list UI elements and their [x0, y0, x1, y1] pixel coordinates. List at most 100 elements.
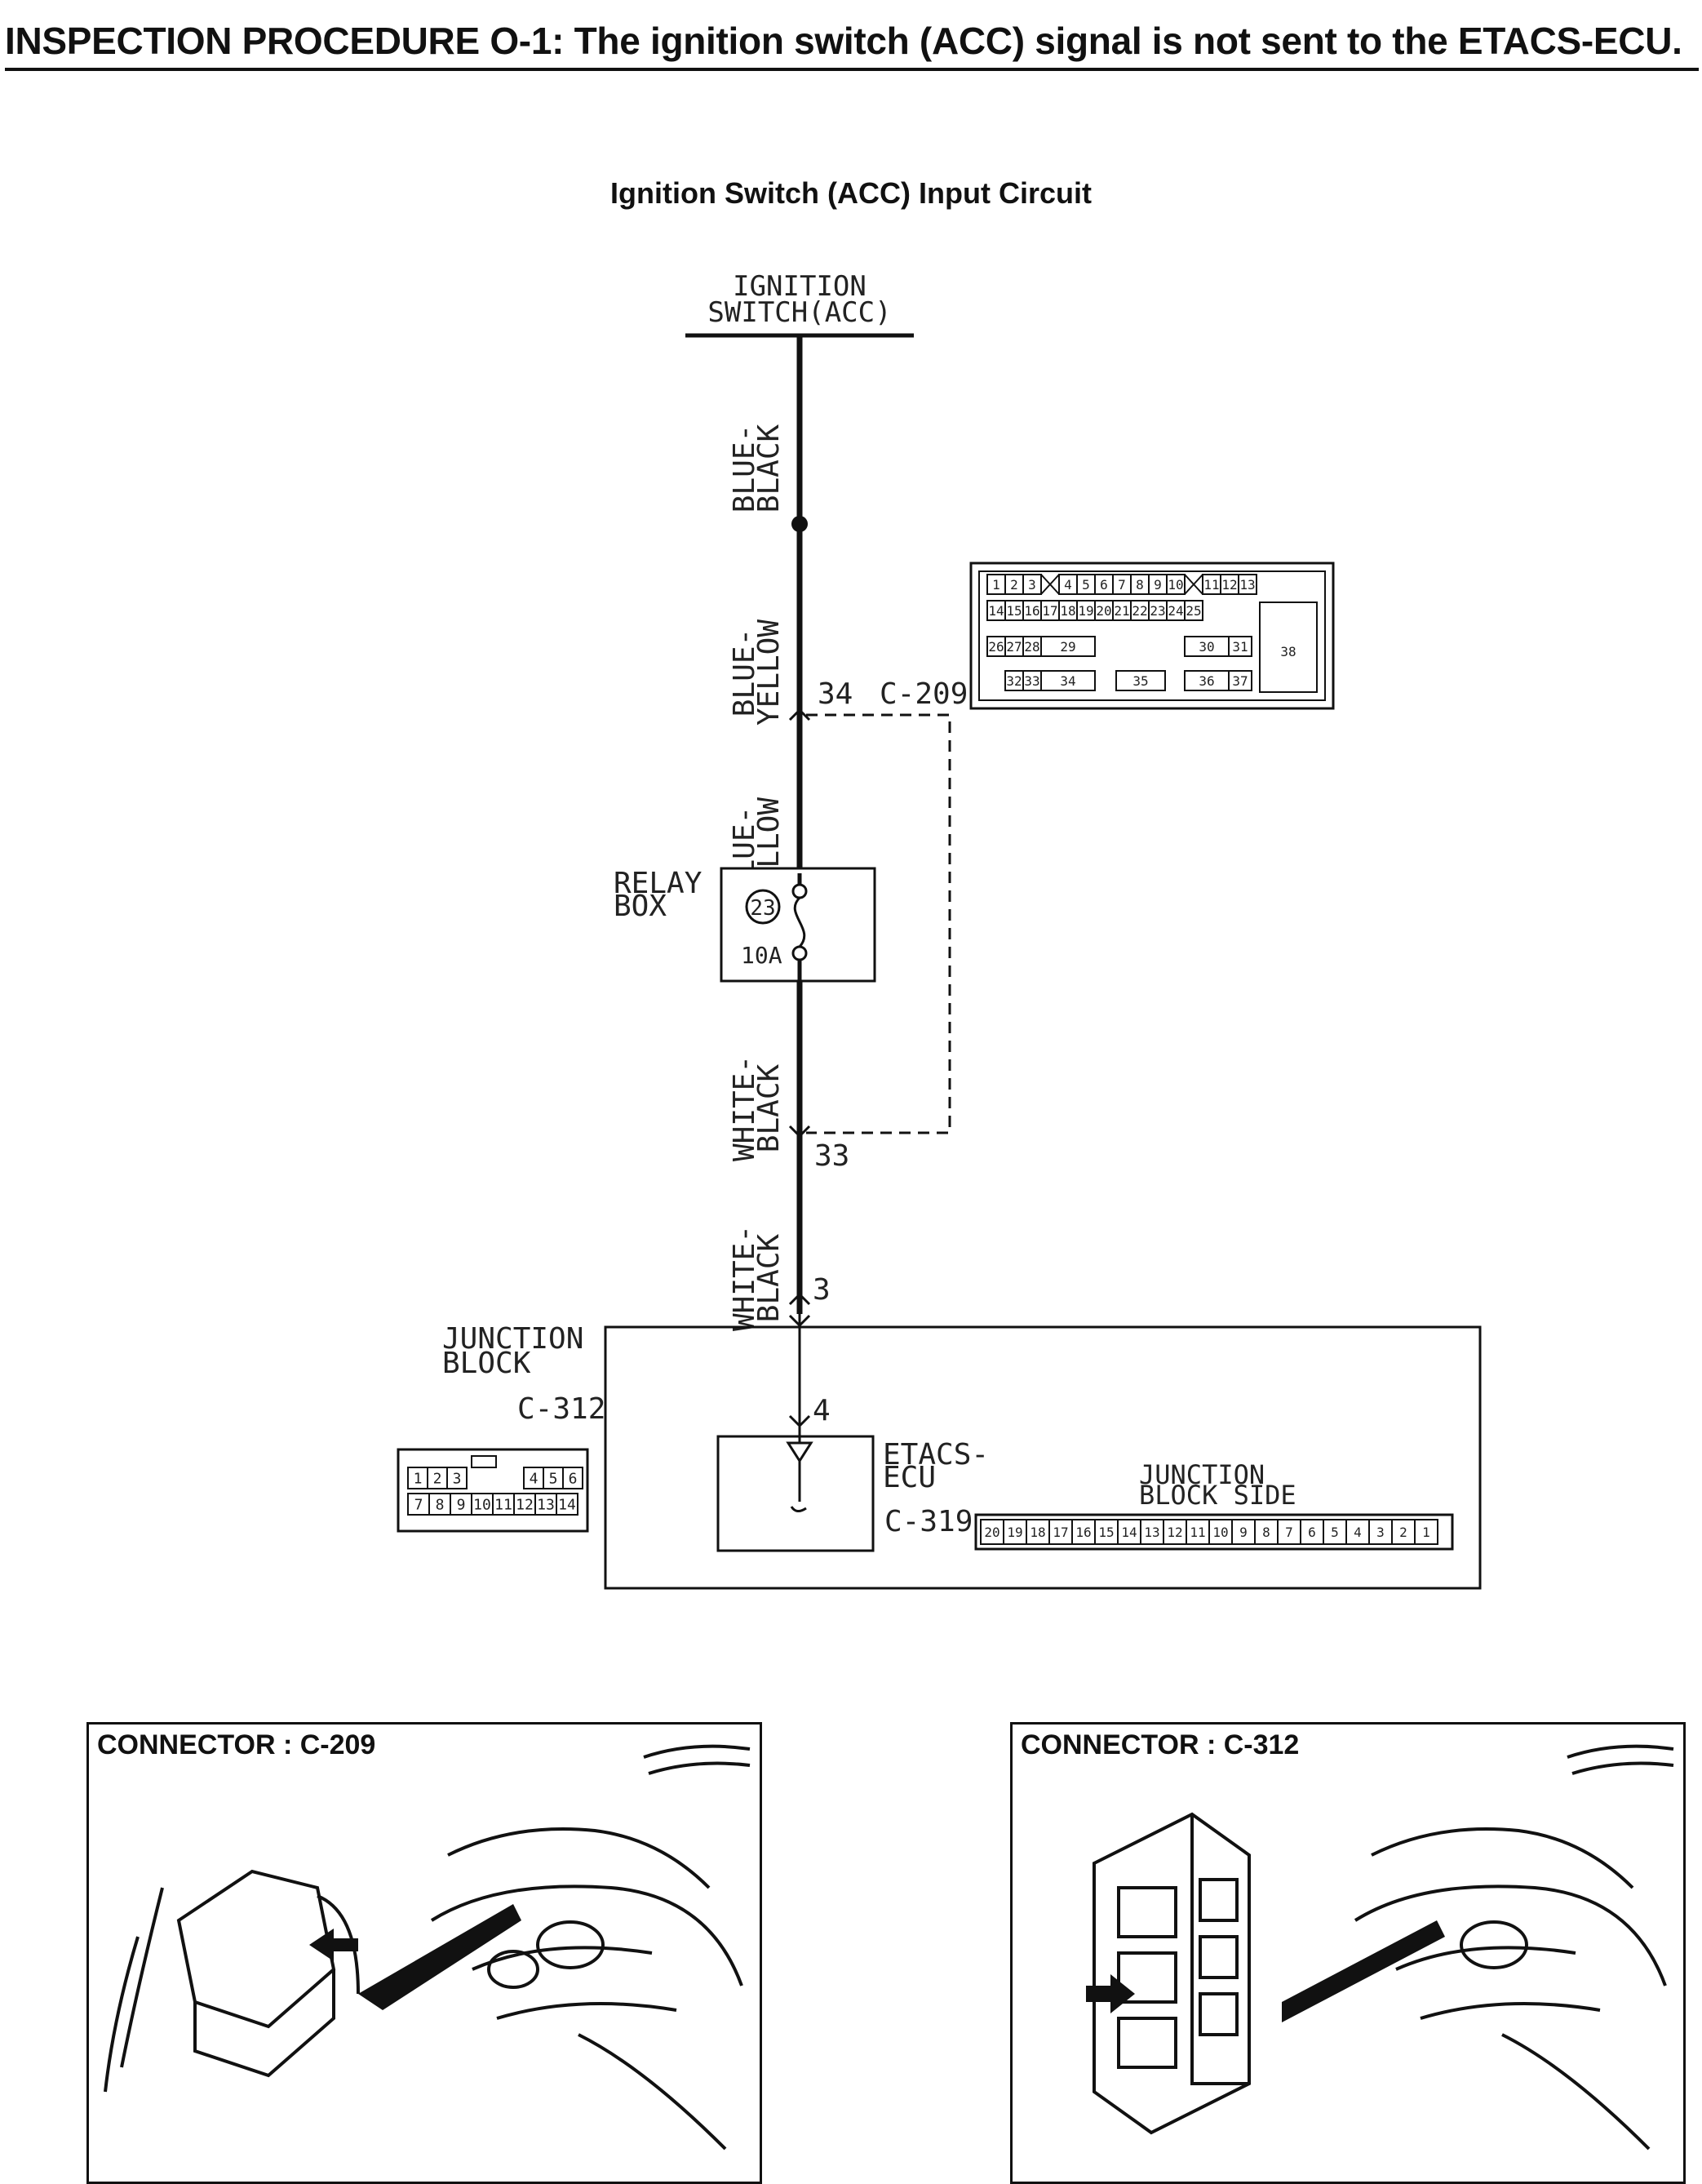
c209-pin-24: 24 [1168, 603, 1183, 619]
c209-pin-13-cell [1238, 574, 1257, 595]
c209-pin-38: 38 [1280, 644, 1296, 659]
c319-pin-14: 14 [1121, 1525, 1137, 1540]
c319-pin-16-cell [1071, 1519, 1096, 1545]
c319-pin-4: 4 [1354, 1525, 1362, 1540]
c209-pin-25: 25 [1186, 603, 1201, 619]
c209-pin-31-cell [1228, 636, 1252, 657]
c319-pin-9: 9 [1239, 1525, 1248, 1540]
c319-pin-8-cell [1254, 1519, 1279, 1545]
jb-pin3-marker-up [788, 1292, 811, 1306]
etacs-ecu-label-2: ECU [883, 1461, 936, 1494]
c319-pin-5-cell [1323, 1519, 1347, 1545]
c312-pin-13: 13 [537, 1496, 555, 1513]
c312-pin-14-cell [556, 1493, 578, 1516]
splice-dot [791, 516, 808, 532]
c319-pin-18: 18 [1030, 1525, 1045, 1540]
connector-panel-c312: CONNECTOR : C-312 [1010, 1722, 1686, 2184]
pin-3-label: 3 [813, 1273, 831, 1307]
c209-pin-16: 16 [1024, 603, 1039, 619]
c319-pin-9-cell [1231, 1519, 1256, 1545]
svg-text:WHITE-BLACK: WHITE-BLACK [728, 1225, 786, 1331]
page-title: INSPECTION PROCEDURE O-1: The ignition s… [5, 20, 1699, 71]
c209-pin34-marker [788, 708, 811, 721]
c319-pin-1-cell [1414, 1519, 1438, 1545]
c209-pin-33: 33 [1024, 673, 1039, 689]
c209-pin-27: 27 [1006, 639, 1022, 655]
c312-pin-4-cell [523, 1467, 544, 1489]
c209-pin-6: 6 [1100, 577, 1108, 593]
fuse-symbol [791, 873, 808, 983]
relay-box-label-1: RELAY [614, 867, 703, 900]
c312-label: C-312 [517, 1392, 605, 1426]
c209-pin-9: 9 [1154, 577, 1162, 593]
c312-pin-9-cell [450, 1493, 472, 1516]
c209-pin-7: 7 [1118, 577, 1126, 593]
fuse-rating: 10A [741, 942, 782, 969]
ecu-input-symbol [786, 1427, 813, 1512]
svg-text:WHITE-BLACK: WHITE-BLACK [728, 1055, 786, 1161]
c209-pin-35: 35 [1132, 673, 1148, 689]
c312-pin-3: 3 [453, 1470, 462, 1487]
c319-pin-7: 7 [1285, 1525, 1293, 1540]
c312-pin-2-cell [427, 1467, 448, 1489]
connector-panel-title-c209: CONNECTOR : C-209 [97, 1729, 376, 1760]
c209-pin-10: 10 [1168, 577, 1183, 593]
wiring-diagram: IGNITION SWITCH(ACC) 34 C-209 33 3 4 BLU… [397, 270, 1482, 1590]
c312-pin-11-cell [492, 1493, 515, 1516]
etacs-ecu-label-1: ETACS- [883, 1438, 989, 1472]
junction-block-label-1: JUNCTION [442, 1322, 583, 1356]
svg-text:BLUE-BLACK: BLUE-BLACK [728, 424, 786, 513]
c319-pin-17: 17 [1053, 1525, 1068, 1540]
c319-pin-20: 20 [984, 1525, 999, 1540]
c209-pin-19: 19 [1078, 603, 1093, 619]
c319-pin-15: 15 [1098, 1525, 1114, 1540]
c209-pin-28: 28 [1024, 639, 1039, 655]
c209-pin-22: 22 [1132, 603, 1147, 619]
c209-pin-12: 12 [1221, 577, 1237, 593]
relay-box-label-2: BOX [614, 890, 667, 923]
wire-color-label-blue-yellow-1: BLUE-YELLOW [728, 619, 786, 726]
c312-pin-11: 11 [494, 1496, 512, 1513]
c319-pin-6: 6 [1308, 1525, 1316, 1540]
diagram-subtitle: Ignition Switch (ACC) Input Circuit [610, 176, 1092, 210]
ecu-pin4-marker [788, 1414, 811, 1428]
c319-pin-13: 13 [1144, 1525, 1159, 1540]
c209-pin-36: 36 [1199, 673, 1214, 689]
c319-pin-18-cell [1026, 1519, 1050, 1545]
c209-pin-14: 14 [988, 603, 1004, 619]
c209-pin-29: 29 [1060, 639, 1075, 655]
c209-pin-11: 11 [1203, 577, 1219, 593]
c312-pin-6: 6 [569, 1470, 578, 1487]
c312-pin-8: 8 [436, 1496, 445, 1513]
c209-pin-2: 2 [1010, 577, 1018, 593]
connector-c312-illustration [1086, 1744, 1674, 2151]
junction-block-side-label-1: JUNCTION [1139, 1459, 1265, 1490]
connector-c209-illustration [104, 1744, 751, 2151]
fuse-number: 23 [750, 896, 775, 921]
pin-4-label: 4 [813, 1394, 831, 1427]
c209-pin-20: 20 [1096, 603, 1111, 619]
c319-pin-16: 16 [1075, 1525, 1091, 1540]
c312-pin-14: 14 [558, 1496, 576, 1513]
c319-pin-3: 3 [1376, 1525, 1385, 1540]
connector-panel-title-c312: CONNECTOR : C-312 [1021, 1729, 1300, 1760]
c209-pin-1: 1 [992, 577, 1000, 593]
ignition-switch-label-1: IGNITION [733, 270, 867, 303]
c209-pin-3: 3 [1028, 577, 1036, 593]
c319-pin-4-cell [1345, 1519, 1370, 1545]
c209-pin33-marker [788, 1125, 811, 1139]
c209-pin-3-cell [1022, 574, 1042, 595]
c312-pin-7: 7 [414, 1496, 423, 1513]
c209-pin-15: 15 [1006, 603, 1022, 619]
c319-pin-11-cell [1186, 1519, 1210, 1545]
c319-pin-12: 12 [1167, 1525, 1182, 1540]
c209-pin-8: 8 [1136, 577, 1144, 593]
c312-pin-12: 12 [516, 1496, 534, 1513]
c319-pin-8: 8 [1262, 1525, 1270, 1540]
junction-block-outline [604, 1325, 1482, 1590]
c209-pin-35-cell [1115, 670, 1166, 691]
jb-pin3-marker-down [788, 1314, 811, 1328]
